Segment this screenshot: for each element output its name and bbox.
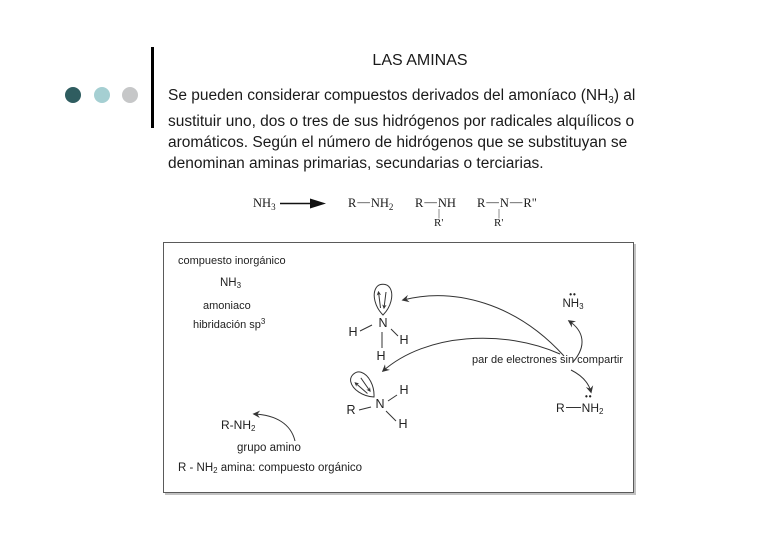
decorative-dot-3	[122, 87, 138, 103]
paragraph-line-3: aromáticos. Según el número de hidrógeno…	[168, 134, 628, 151]
label-par-electrones: par de electrones sin compartir	[472, 354, 624, 366]
lone-pair-dots-icon: ••	[569, 290, 577, 299]
single-bond	[565, 406, 581, 408]
ammonia-molecule: N H H H	[348, 283, 409, 363]
paragraph-line-2: sustituir uno, dos o tres de sus hidróge…	[168, 113, 635, 130]
hydrogen-atom-label: H	[348, 325, 357, 339]
label-r-nh2: R-NH2	[221, 418, 256, 433]
paragraph-line-4: denominan aminas primarias, secundarias …	[168, 155, 544, 172]
molecule-diagram-svg: N H H H N R H H	[252, 283, 594, 442]
arrow-grupo-amino	[252, 410, 296, 442]
label-compuesto-inorganico: compuesto inorgánico	[178, 255, 286, 267]
bond-to-r-prime: |	[498, 208, 501, 219]
hydrogen-atom-label: H	[398, 417, 407, 431]
r-prime-substituent: R'	[434, 217, 444, 229]
lone-pair-orbital-icon	[350, 371, 375, 398]
nitrogen-atom-label: N	[375, 397, 384, 411]
label-amoniaco: amoniaco	[203, 300, 251, 312]
vertical-divider-line	[151, 47, 154, 128]
label-amina-organico: R - NH2 amina: compuesto orgánico	[178, 462, 363, 475]
primary-amine-formula: R—NH2	[348, 195, 394, 212]
decorative-dot-2	[94, 87, 110, 103]
nh3-with-lone-pair: •• NH3	[557, 290, 589, 312]
lone-pair-dots-icon: ••	[585, 392, 593, 401]
r-group-label: R	[346, 403, 355, 417]
bond-to-r-prime: |	[438, 208, 441, 219]
ammonia-formula: NH3	[253, 196, 276, 212]
arrow-to-top-orbital	[401, 294, 565, 357]
nitrogen-atom-label: N	[378, 316, 387, 330]
hydrogen-atom-label: H	[376, 349, 385, 363]
label-nh3: NH3	[220, 277, 242, 290]
hydrogen-atom-label: H	[399, 333, 408, 347]
amine-molecule: N R H H	[346, 371, 409, 431]
reaction-arrow-icon	[280, 198, 326, 209]
lone-pair-orbital-icon	[373, 283, 393, 316]
secondary-amine-formula: R—NH | R'	[415, 195, 456, 229]
body-paragraph: Se pueden considerar compuestos derivado…	[168, 85, 688, 174]
r-prime-substituent: R'	[494, 217, 504, 229]
page-title: LAS AMINAS	[372, 52, 468, 69]
decorative-dot-1	[65, 87, 81, 103]
paragraph-line-1: Se pueden considerar compuestos derivado…	[168, 87, 636, 106]
tertiary-amine-formula: R—N—R" | R'	[477, 195, 537, 229]
label-hibridacion: hibridación sp3	[193, 317, 266, 331]
arrow-to-nh3	[567, 320, 583, 363]
diagram-box: N H H H N R H H	[163, 242, 634, 493]
hydrogen-atom-label: H	[399, 383, 408, 397]
label-grupo-amino: grupo amino	[237, 442, 301, 454]
arrow-to-rnh2	[570, 369, 594, 394]
arrow-to-bottom-orbital	[381, 337, 561, 372]
